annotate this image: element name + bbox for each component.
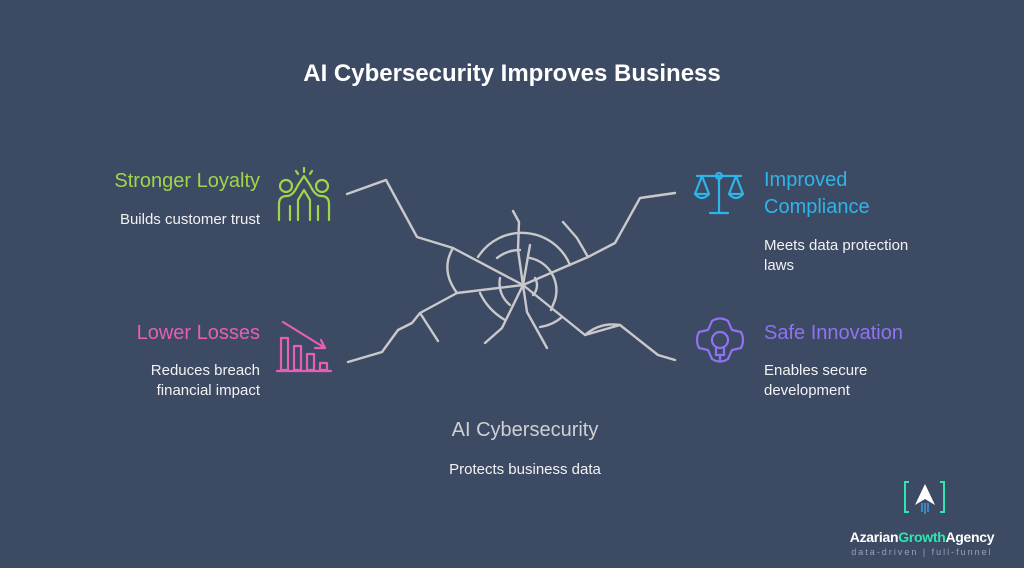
- crack-line: [418, 311, 440, 343]
- improved-compliance-heading: Improved Compliance: [764, 169, 870, 218]
- crack-line: [521, 243, 532, 287]
- scales-icon: [693, 171, 745, 215]
- crack-arc: [446, 246, 459, 295]
- stronger-loyalty-heading: Stronger Loyalty: [114, 170, 260, 192]
- agency-logo-name: AzarianGrowthAgency: [849, 529, 995, 545]
- lower-losses-heading: Lower Losses: [136, 322, 260, 344]
- crack-line: [583, 323, 622, 337]
- crack-arc: [478, 291, 507, 322]
- crack-line: [483, 283, 525, 345]
- crack-arc: [531, 276, 539, 297]
- center-description: Protects business data: [449, 461, 601, 478]
- declining-bar-chart-icon: [275, 320, 333, 373]
- center-label: AI Cybersecurity: [451, 419, 599, 441]
- crack-arc: [538, 315, 564, 329]
- safe-innovation-heading: Safe Innovation: [764, 322, 903, 344]
- crack-arc: [495, 248, 522, 260]
- stronger-loyalty-description: Builds customer trust: [119, 211, 260, 228]
- crack-line: [521, 191, 677, 287]
- crack-arc: [476, 231, 572, 267]
- lower-losses-description: Reduces breach financial impact: [150, 362, 260, 399]
- crack-line: [521, 283, 549, 350]
- crack-arc: [528, 256, 558, 312]
- crack-line: [561, 220, 590, 259]
- crack-line: [345, 178, 525, 287]
- page-title: AI Cybersecurity Improves Business: [303, 60, 721, 87]
- crack-line: [511, 209, 525, 287]
- gear-lightbulb-icon: [695, 317, 745, 363]
- agency-tagline: data-driven | full-funnel: [851, 547, 993, 557]
- high-five-icon: [277, 166, 331, 222]
- crack-arc: [498, 276, 512, 307]
- safe-innovation-description: Enables secure development: [764, 362, 868, 399]
- improved-compliance-description: Meets data protection laws: [764, 237, 909, 274]
